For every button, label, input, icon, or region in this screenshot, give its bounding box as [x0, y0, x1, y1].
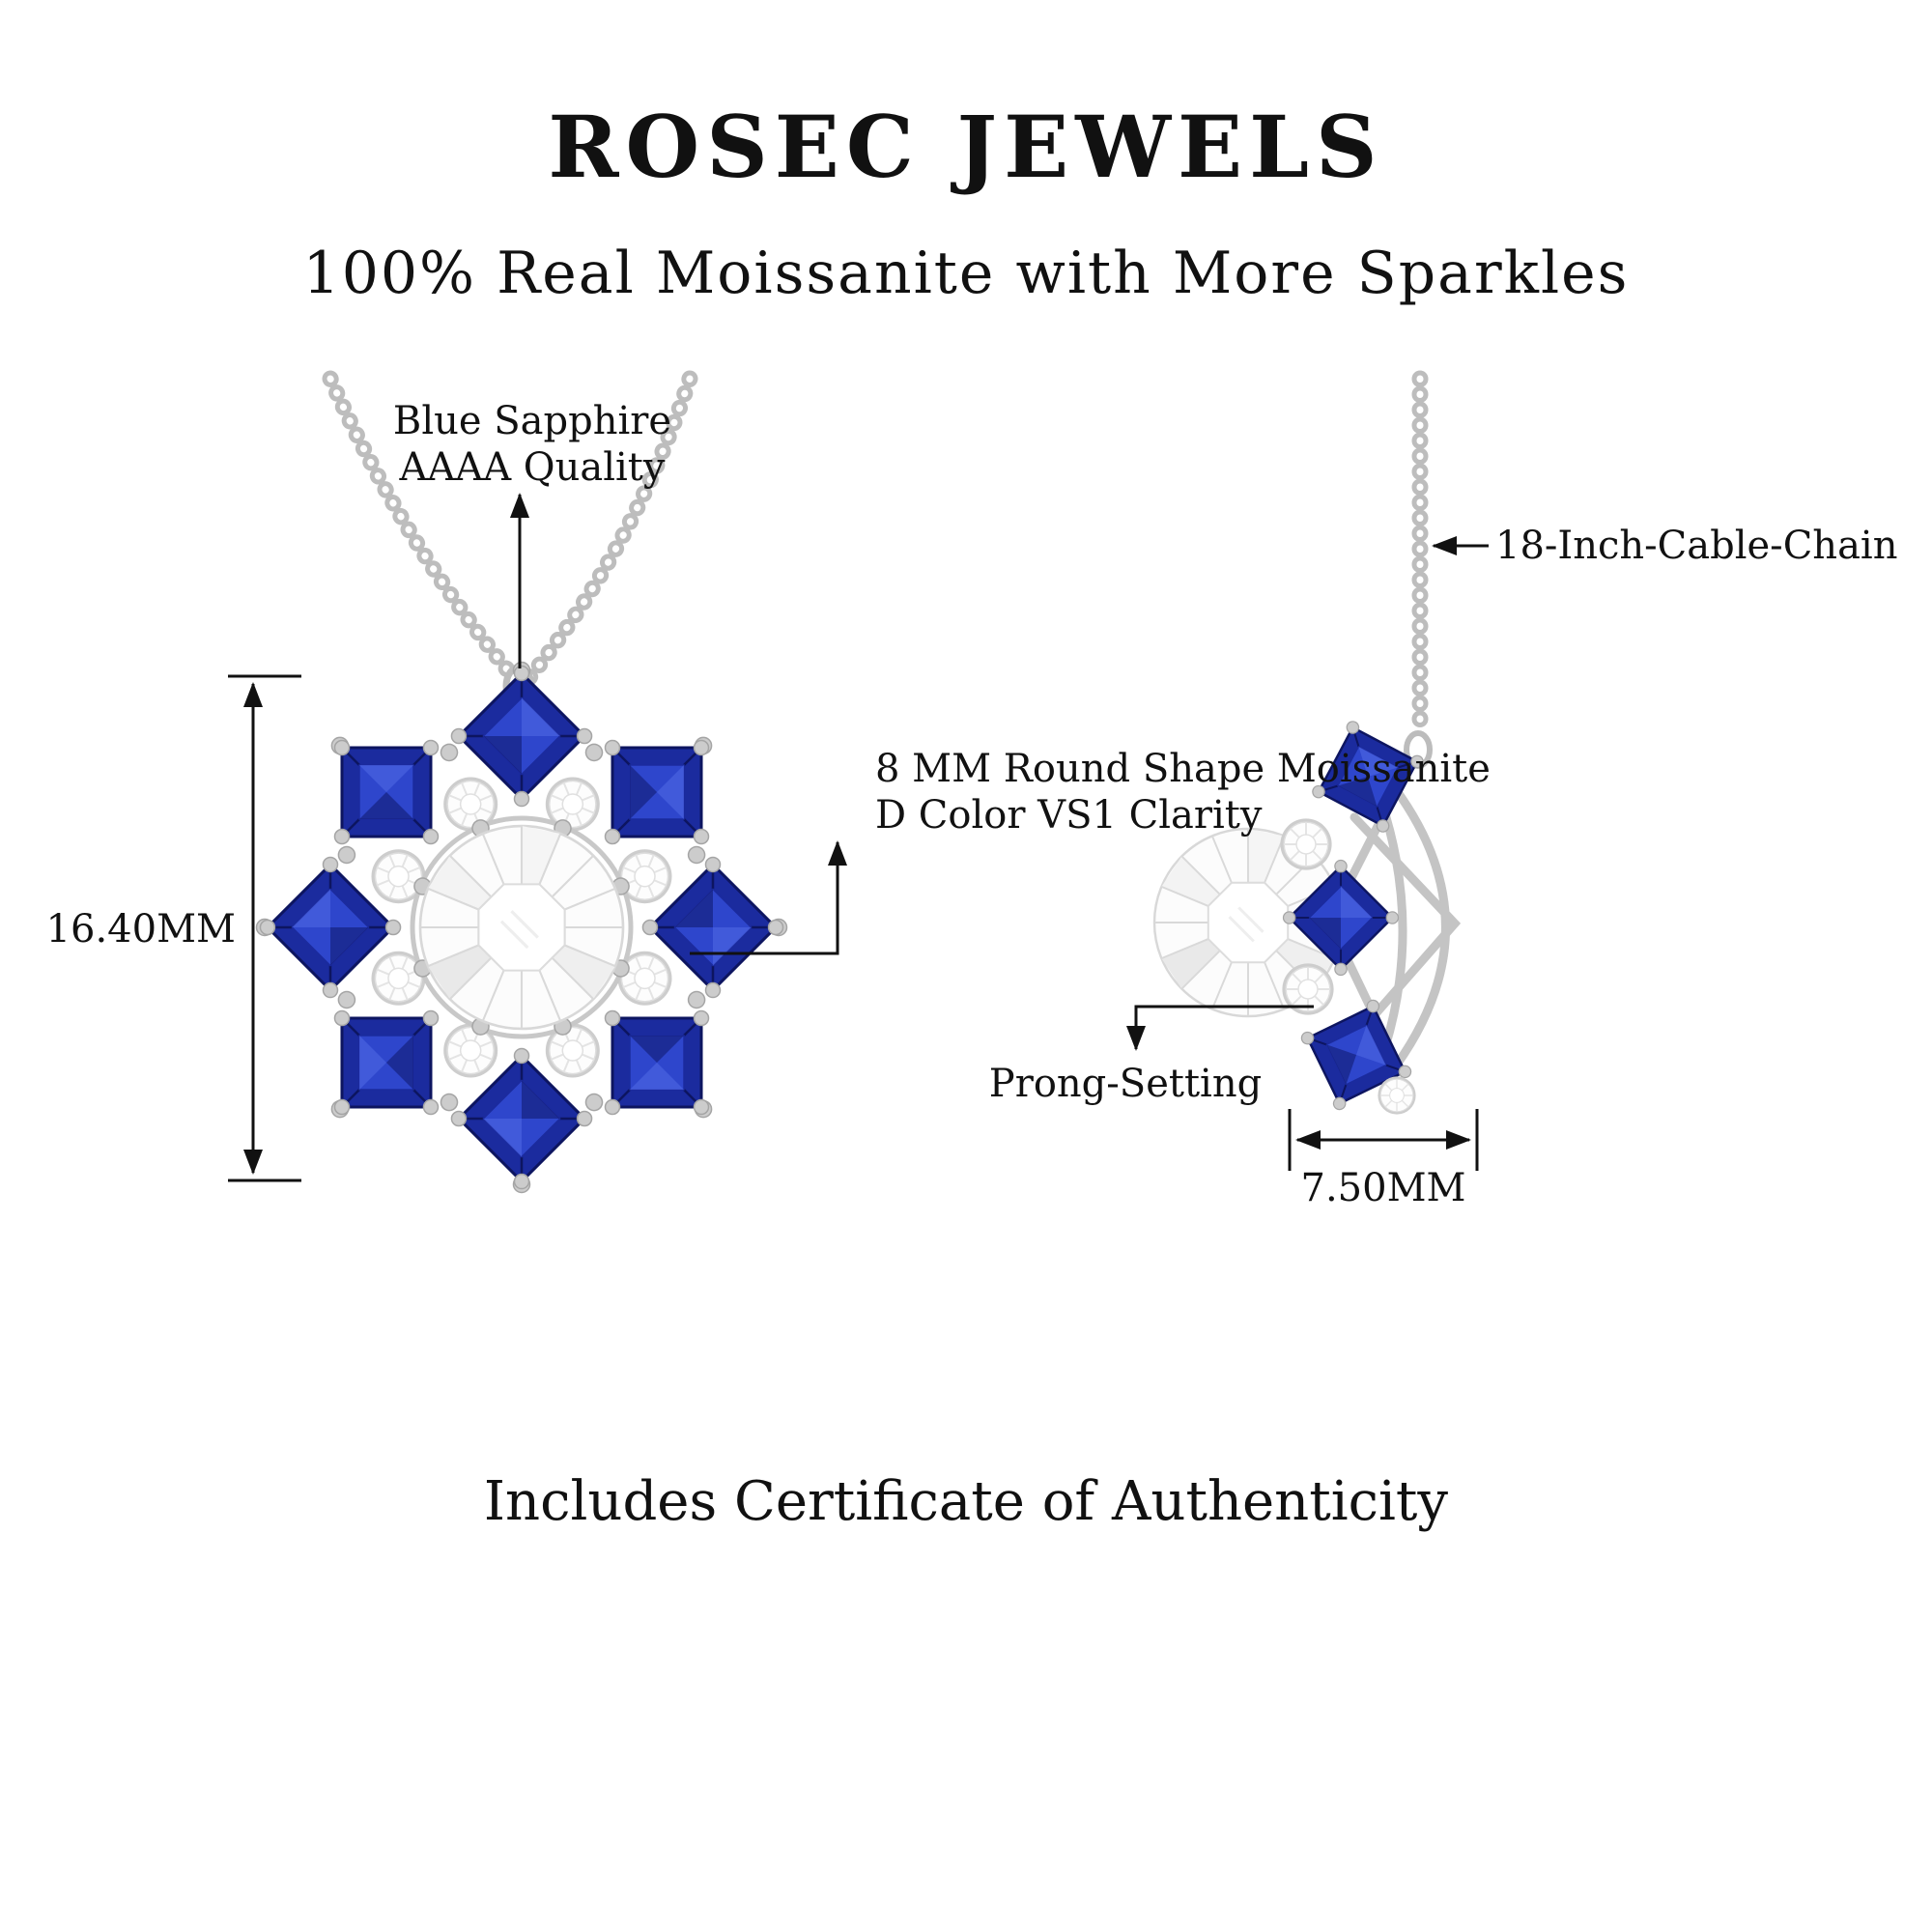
sapphire-stone — [604, 738, 711, 845]
sapphire-stone — [332, 1009, 440, 1117]
blue-sapphire-label: Blue Sapphire AAAA Quality — [291, 398, 774, 491]
certificate-note: Includes Certificate of Authenticity — [483, 1470, 1449, 1533]
center-stone-label-line2: D Color VS1 Clarity — [875, 793, 1263, 838]
metal-bead — [438, 1091, 461, 1114]
metal-bead — [438, 741, 461, 764]
depth-dimension-label: 7.50MM — [1300, 1166, 1466, 1210]
brand-title: ROSEC JEWELS — [548, 97, 1384, 197]
blue-sapphire-label-line2: AAAA Quality — [399, 445, 666, 490]
center-stone-label: 8 MM Round Shape Moissanite D Color VS1 … — [875, 746, 1491, 838]
center-stone-arrow — [690, 840, 847, 955]
metal-bead — [335, 988, 358, 1011]
center-moissanite — [418, 824, 625, 1031]
blue-sapphire-label-line1: Blue Sapphire — [392, 399, 672, 443]
prong-setting-arrow — [1126, 1005, 1314, 1051]
pendant-side-view — [1152, 718, 1462, 1116]
metal-bead — [582, 741, 606, 764]
height-dimension-line — [228, 674, 301, 1182]
center-bezel-ring — [410, 815, 634, 1039]
cable-chain-label: 18-Inch-Cable-Chain — [1495, 524, 1898, 568]
prong-setting-label: Prong-Setting — [988, 1062, 1263, 1106]
metal-bead — [335, 843, 358, 867]
height-dimension-label: 16.40MM — [45, 907, 236, 952]
metal-bead — [582, 1091, 606, 1114]
halo-moissanite — [1377, 1075, 1417, 1116]
front-view-chain — [322, 370, 698, 689]
center-stone-label-line1: 8 MM Round Shape Moissanite — [875, 747, 1491, 791]
sapphire-stone — [332, 738, 440, 845]
sapphire-stone — [604, 1009, 711, 1117]
metal-bead — [685, 988, 708, 1011]
depth-dimension-line — [1288, 1109, 1479, 1171]
annotation-arrows — [510, 493, 1489, 1051]
brand-tagline: 100% Real Moissanite with More Sparkles — [302, 240, 1630, 307]
metal-bead — [685, 843, 708, 867]
pendant-front-view — [255, 661, 788, 1194]
